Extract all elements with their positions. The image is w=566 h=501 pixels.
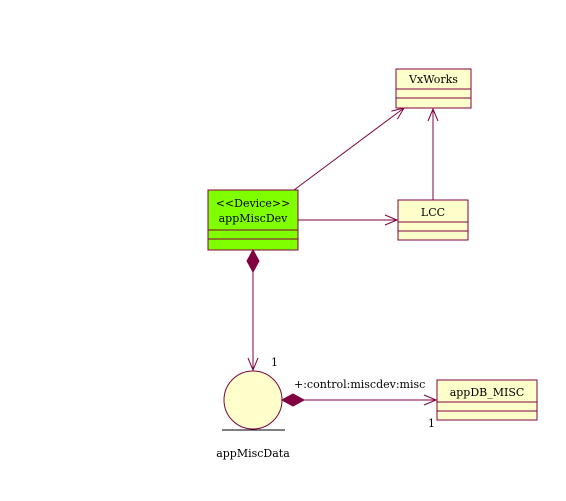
entity-circle-icon (223, 370, 283, 430)
class-appdb-misc-name: appDB_MISC (450, 386, 525, 399)
class-appmiscdev[interactable]: <<Device>> appMiscDev (207, 189, 299, 251)
entity-appmiscdata[interactable]: appMiscData (216, 370, 290, 460)
class-vxworks-name: VxWorks (408, 73, 458, 86)
class-appmiscdev-box (207, 189, 299, 251)
role-label: +:control:miscdev:misc (294, 378, 425, 391)
composition-appmiscdata-to-appdb-misc[interactable]: +:control:miscdev:misc 1 (280, 378, 436, 430)
class-appdb-misc-box (436, 379, 538, 421)
multiplicity-label: 1 (271, 356, 278, 369)
class-vxworks[interactable]: VxWorks (395, 68, 472, 109)
composition-diamond-icon (246, 248, 260, 274)
multiplicity-label: 1 (428, 417, 435, 430)
class-lcc-name: LCC (421, 206, 445, 219)
composition-diamond-icon (280, 393, 306, 407)
dependency-appmiscdev-to-vxworks[interactable] (293, 108, 404, 191)
class-appdb-misc[interactable]: appDB_MISC (436, 379, 538, 421)
composition-appmiscdev-to-appmiscdata[interactable]: 1 (246, 248, 278, 370)
class-lcc[interactable]: LCC (397, 199, 469, 241)
entity-appmiscdata-name: appMiscData (216, 447, 290, 460)
class-appmiscdev-name: appMiscDev (219, 212, 289, 225)
class-appmiscdev-stereotype: <<Device>> (216, 197, 291, 210)
